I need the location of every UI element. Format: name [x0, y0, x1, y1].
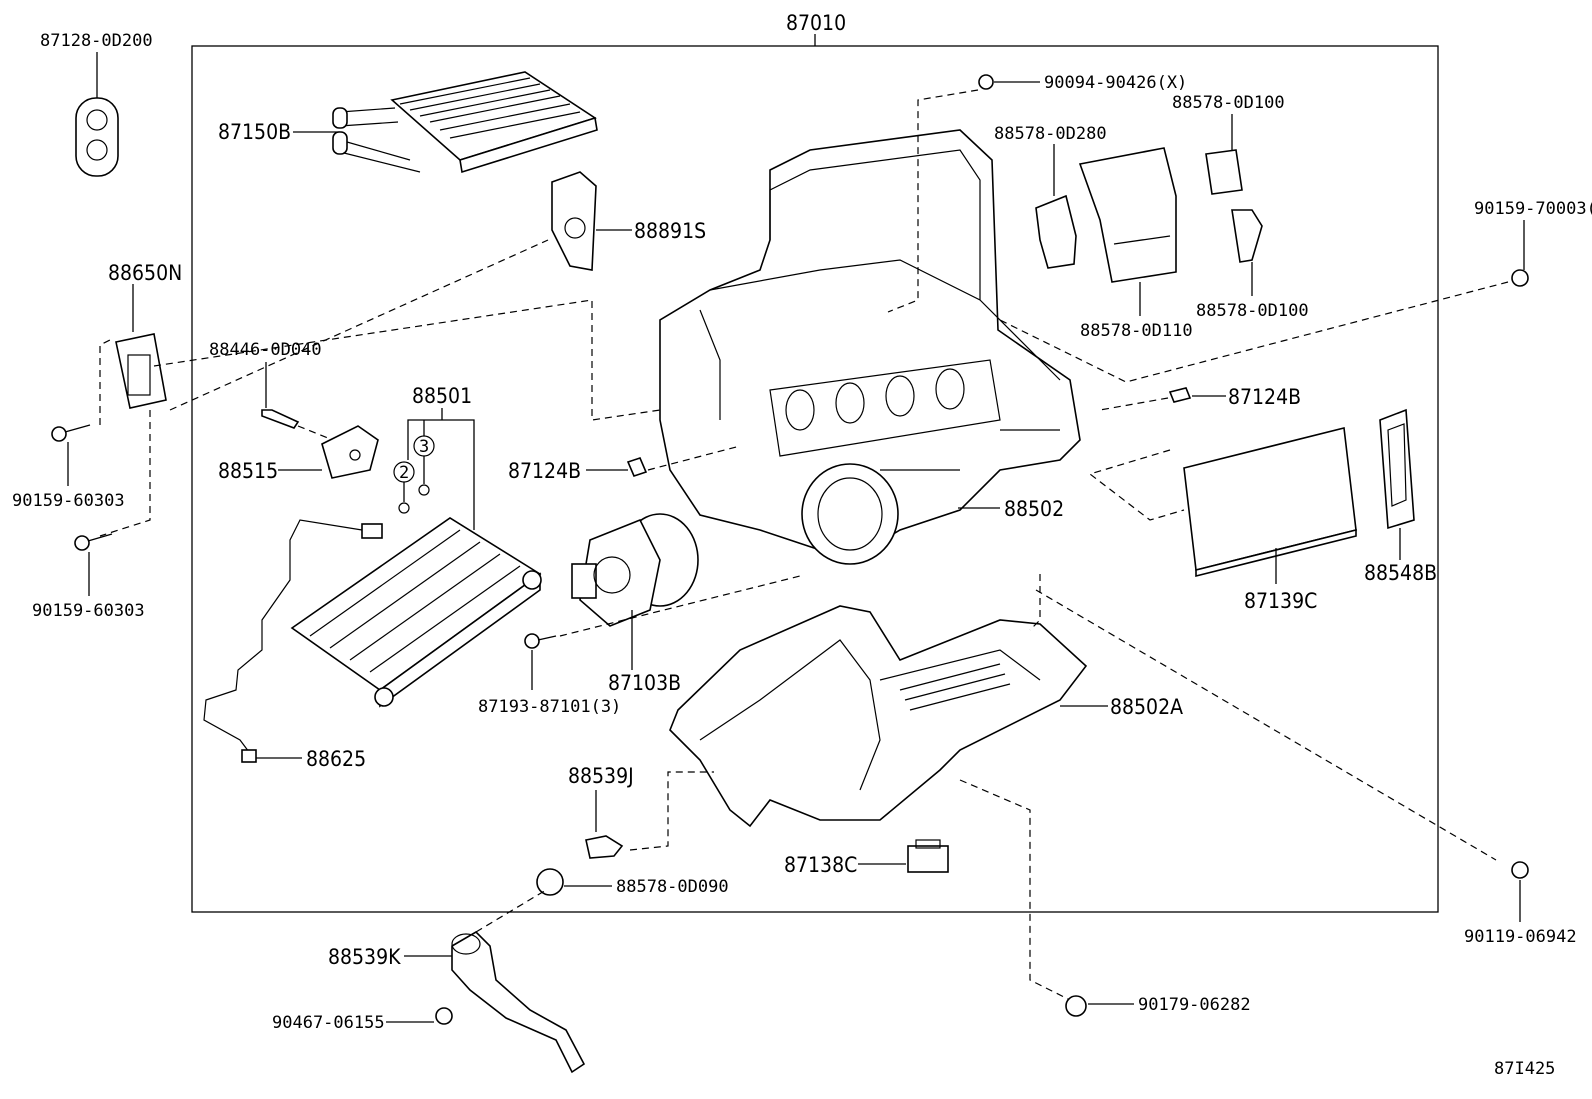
callout-87124b-right[interactable]: 87124B [1228, 385, 1301, 409]
screw-90159-b: 90159-60303 [32, 533, 145, 621]
evaporator-88501-part: 88501 3 2 [290, 384, 542, 708]
blower-motor-87103b-part: 87103B [559, 513, 801, 695]
hvac-case-88502-part: 88502 [659, 129, 1081, 565]
pad-88578-0d110-part: 88578-0D110 [1078, 147, 1193, 341]
callout-87124b-left[interactable]: 87124B [508, 459, 581, 483]
heater-core-part: 87150B [218, 71, 598, 174]
callout-88502a[interactable]: 88502A [1110, 695, 1183, 719]
callout-88650n[interactable]: 88650N [108, 261, 182, 285]
clip-87124b-b: 87124B [1099, 385, 1301, 411]
figure-code: 87I425 [1494, 1059, 1555, 1079]
callout-88578-0d100-top[interactable]: 88578-0D100 [1172, 93, 1285, 113]
assembly-number-label: 87010 [786, 11, 846, 35]
clip-90467-part: 90467-06155 [272, 1007, 453, 1033]
callout-87128-0d200[interactable]: 87128-0D200 [40, 31, 153, 51]
callout-88548b[interactable]: 88548B [1364, 561, 1437, 585]
callout-88578-0d110[interactable]: 88578-0D110 [1080, 321, 1193, 341]
sensor-88515-part: 88515 [218, 425, 379, 483]
callout-88578-0d280[interactable]: 88578-0D280 [994, 124, 1107, 144]
callout-88891s[interactable]: 88891S [634, 219, 706, 243]
clamp-88539j-part: 88539J [568, 764, 714, 859]
callout-88502[interactable]: 88502 [1004, 497, 1064, 521]
lower-case-88502a-part: 88502A [669, 605, 1183, 828]
duct-88539k-part: 88539K [328, 889, 586, 1074]
screw-90119-part: 90119-06942 [1035, 589, 1577, 947]
circle-label-3: 3 [419, 437, 429, 457]
pad-88578-0d090-part: 88578-0D090 [536, 868, 729, 897]
circle-label-2: 2 [399, 463, 409, 483]
pad-88578-0d100-b: 88578-0D100 [1196, 209, 1309, 321]
nut-90179-part: 90179-06282 [959, 779, 1251, 1017]
callout-88578-0d090[interactable]: 88578-0D090 [616, 877, 729, 897]
callout-90159-60303-b[interactable]: 90159-60303 [32, 601, 145, 621]
callout-88515[interactable]: 88515 [218, 459, 278, 483]
callout-88539j[interactable]: 88539J [568, 764, 634, 788]
thermistor-88625-part: 88625 [203, 519, 383, 771]
connector-87138c-part: 87138C [784, 839, 949, 877]
screw-87193-part: 87193-87101(3) [478, 633, 621, 717]
callout-90159-60303-a[interactable]: 90159-60303 [12, 491, 125, 511]
callout-87138c[interactable]: 87138C [784, 853, 857, 877]
screw-90159-70003-part: 90159-70003(3) [999, 199, 1592, 383]
bracket-88891s-part: 88891S [551, 171, 706, 271]
callout-88539k[interactable]: 88539K [328, 945, 401, 969]
callout-87103b[interactable]: 87103B [608, 671, 681, 695]
callout-90467-06155[interactable]: 90467-06155 [272, 1013, 385, 1033]
callout-90119-06942[interactable]: 90119-06942 [1464, 927, 1577, 947]
screw-90094-part: 90094-90426(X) [887, 73, 1187, 313]
callout-90159-70003[interactable]: 90159-70003(3) [1474, 199, 1592, 219]
callout-88625[interactable]: 88625 [306, 747, 366, 771]
callout-90179-06282[interactable]: 90179-06282 [1138, 995, 1251, 1015]
screw-90159-a: 90159-60303 [12, 424, 125, 511]
callout-87139c[interactable]: 87139C [1244, 589, 1317, 613]
callout-88501[interactable]: 88501 [412, 384, 472, 408]
servo-88650n-part: 88650N [99, 261, 182, 537]
callout-90094-90426[interactable]: 90094-90426(X) [1044, 73, 1187, 93]
callout-87193-87101[interactable]: 87193-87101(3) [478, 697, 621, 717]
callout-88578-0d100-bottom[interactable]: 88578-0D100 [1196, 301, 1309, 321]
grommet-part: 87128-0D200 [40, 31, 153, 177]
pad-88578-0d100-a: 88578-0D100 [1172, 93, 1285, 195]
callout-87150b[interactable]: 87150B [218, 120, 291, 144]
pad-88578-0d280-part: 88578-0D280 [994, 124, 1107, 269]
clip-87124b-a: 87124B [508, 445, 741, 483]
filter-87139c-part: 87139C [1088, 427, 1357, 613]
cover-88548b-part: 88548B [1364, 408, 1437, 585]
